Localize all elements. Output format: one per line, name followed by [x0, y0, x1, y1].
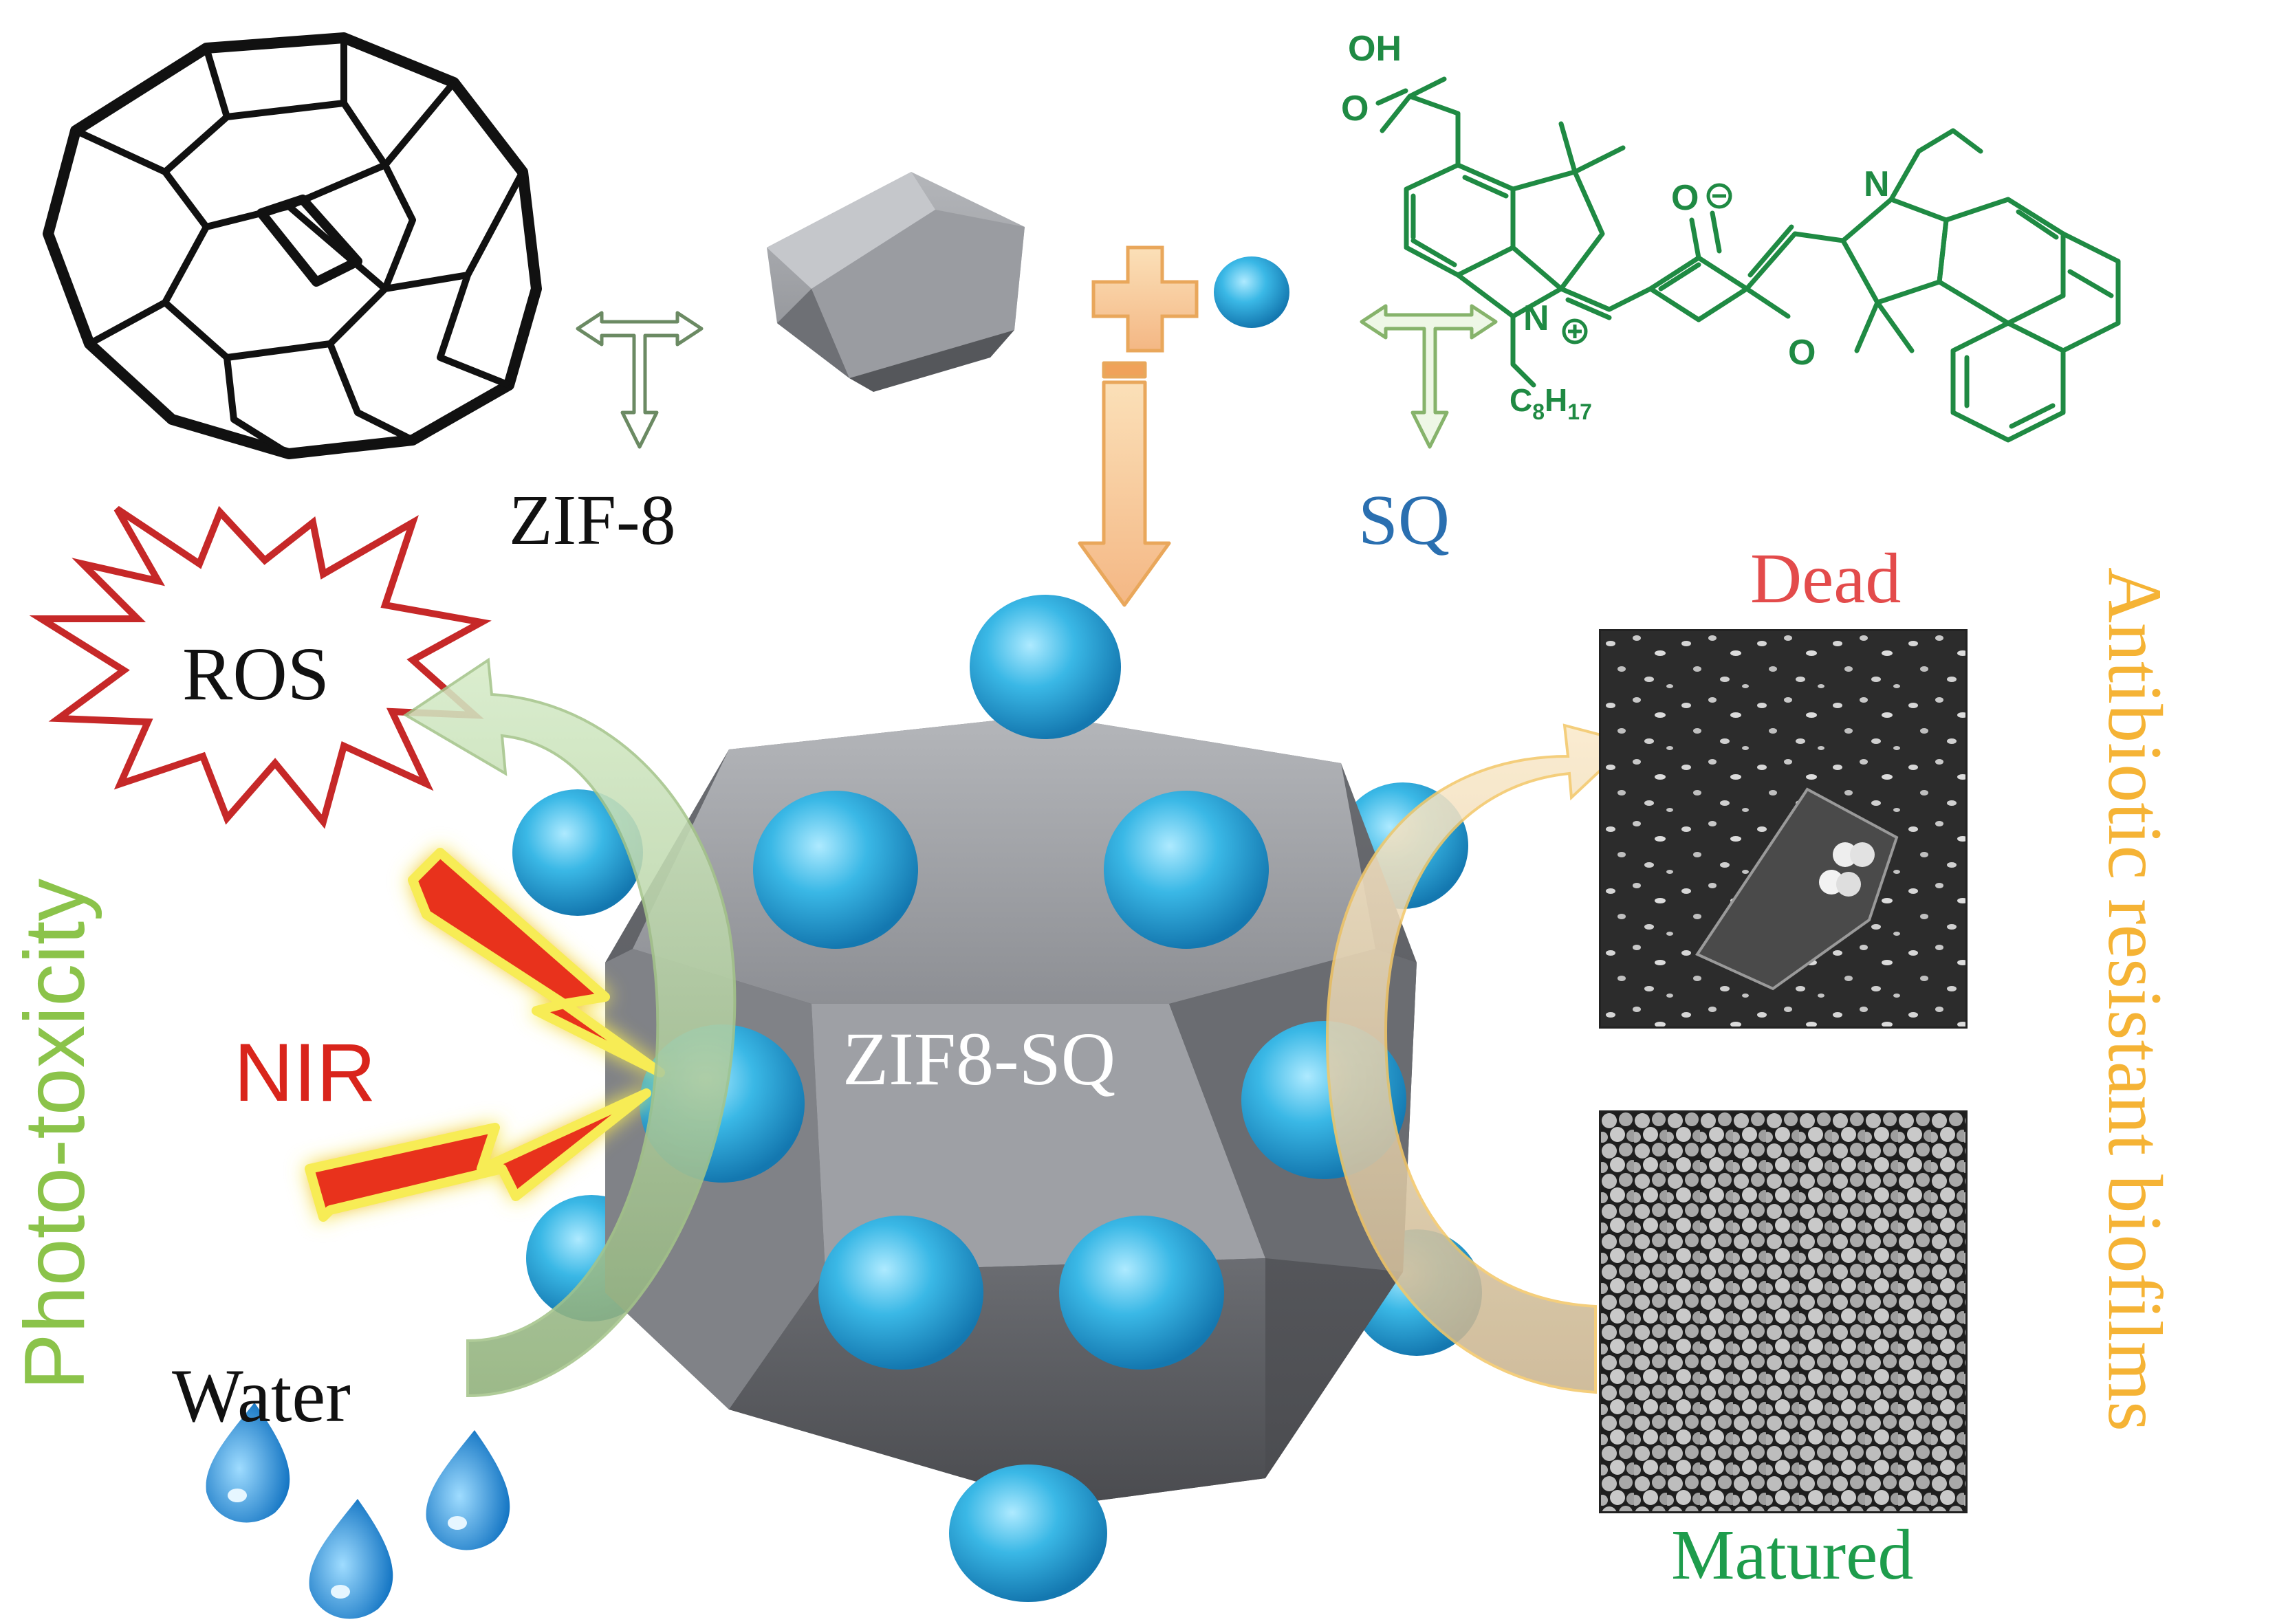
zif8-connector-arrow: [576, 311, 704, 449]
assembly-down-arrow: [1078, 361, 1171, 607]
sq-chemical-labels: OH O N O O N C8H17: [1341, 29, 1890, 424]
photo-toxicity-label: Photo-toxicity: [8, 878, 102, 1390]
ros-label: ROS: [182, 632, 329, 716]
matured-label: Matured: [1671, 1515, 1914, 1594]
zif8-sq-polyhedron: [512, 595, 1482, 1602]
nir-label: NIR: [234, 1027, 376, 1119]
sem-image-matured: [1599, 1110, 1968, 1513]
water-droplet-icons: [206, 1403, 510, 1619]
sq-sphere-icon: [1214, 256, 1289, 328]
octyl-substituent-label: C8H17: [1510, 382, 1592, 424]
carboxyl-o-label: O: [1341, 89, 1369, 129]
water-label: Water: [172, 1354, 351, 1438]
photo-toxicity-arrow: [403, 657, 737, 1398]
n-plus-label: N: [1523, 298, 1549, 338]
zif8-crystal-icon: [767, 172, 1025, 392]
dead-label: Dead: [1750, 539, 1902, 618]
sem-image-dead: [1599, 629, 1968, 1029]
zif8-sq-label: ZIF8-SQ: [842, 1017, 1116, 1101]
sq-label: SQ: [1358, 481, 1450, 560]
oh-label: OH: [1348, 29, 1402, 69]
zif8-label: ZIF-8: [509, 481, 676, 560]
antibiotic-resistant-label: Antibiotic resistant biofilms: [2092, 567, 2177, 1431]
o-minus-label: O: [1671, 178, 1699, 218]
plus-icon: [1091, 245, 1199, 353]
biofilm-arrow: [1325, 723, 1633, 1394]
n-ethyl-label: N: [1864, 164, 1890, 204]
ros-starburst-icon: [29, 505, 492, 829]
zif8-cage-icon: [43, 32, 542, 459]
ketone-o-label: O: [1788, 333, 1816, 373]
sq-chemical-structure: [1375, 76, 2121, 443]
sq-connector-arrow: [1360, 304, 1498, 449]
